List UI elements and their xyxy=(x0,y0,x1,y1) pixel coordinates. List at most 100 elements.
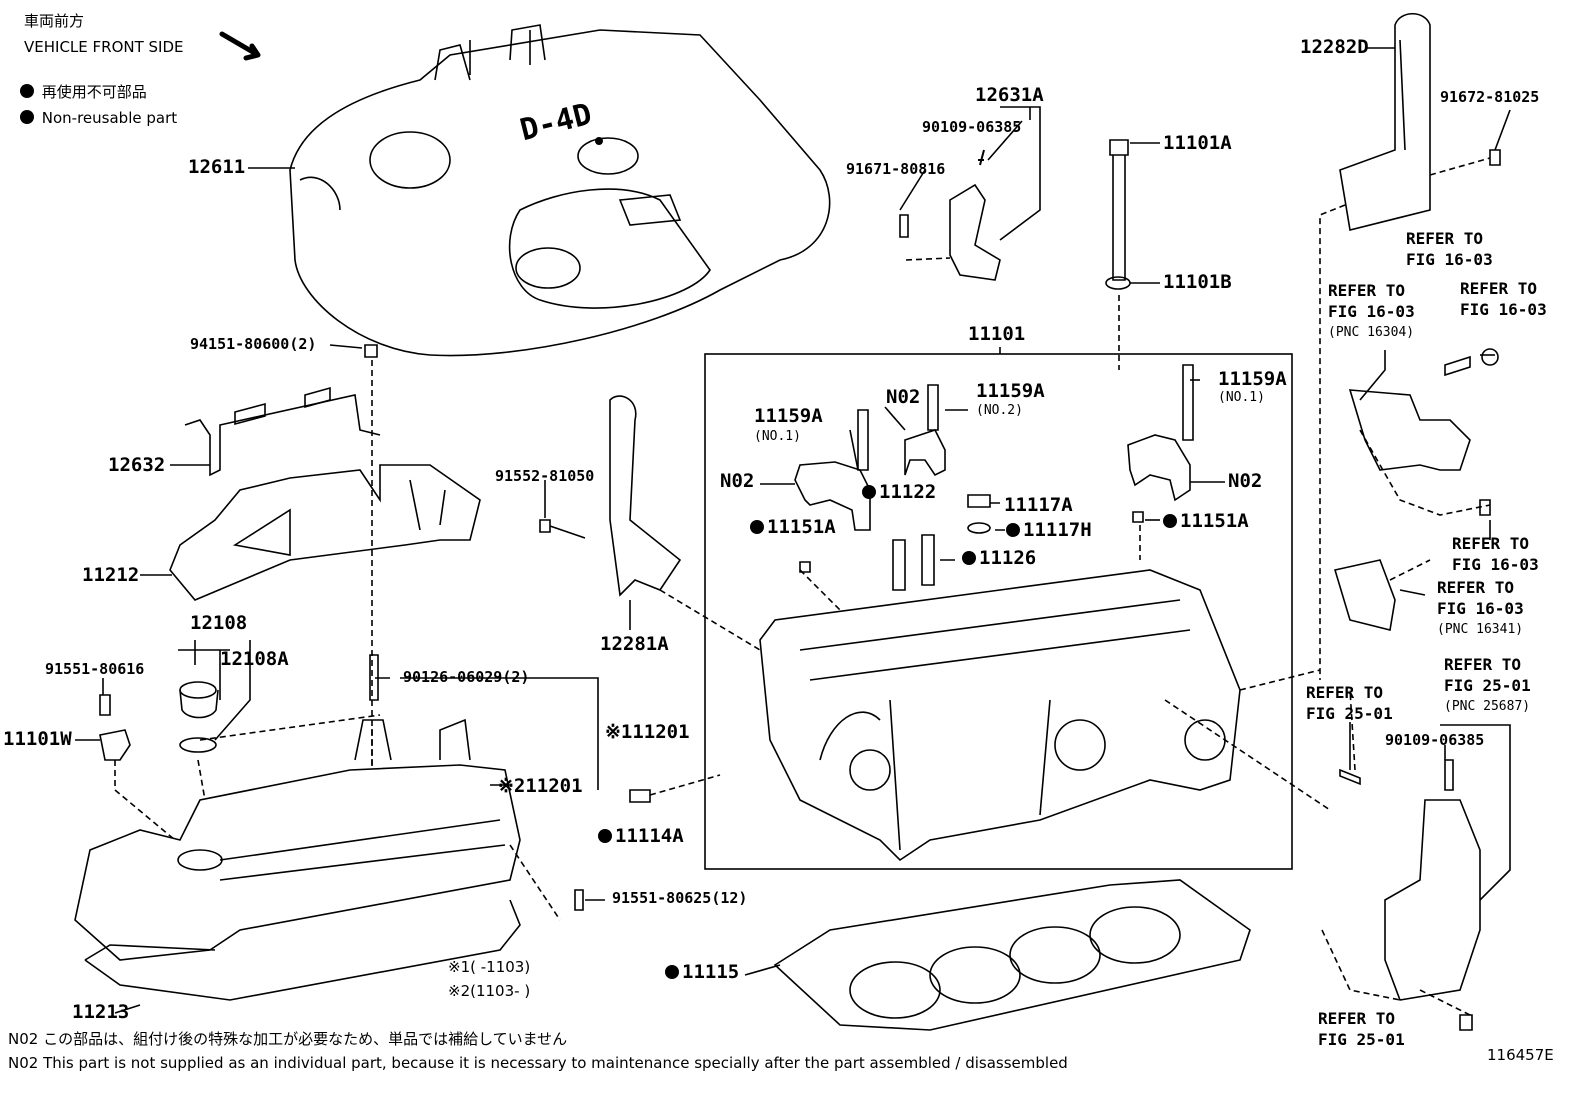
part-label-n02-mid[interactable]: N02 xyxy=(886,386,921,408)
part-label-91551-80625[interactable]: 91551-80625(12) xyxy=(612,889,748,907)
range-note-1: ※1( -1103) xyxy=(448,958,531,976)
part-label-11101[interactable]: 11101 xyxy=(968,323,1026,345)
non-reusable-dot-icon xyxy=(962,551,976,565)
part-number-text: 11151A xyxy=(1180,510,1249,532)
part-label-94151-80600[interactable]: 94151-80600(2) xyxy=(190,335,317,353)
vehicle-front-jp: 車両前方 xyxy=(24,12,85,30)
part-label-n02-right[interactable]: N02 xyxy=(1228,470,1263,492)
non-reusable-dot-icon xyxy=(598,829,612,843)
part-label-11117h[interactable]: 11117H xyxy=(1006,521,1092,540)
part-number-text: 11115 xyxy=(682,961,740,983)
part-number-text: 11114A xyxy=(615,825,684,847)
head-gasket-11115-drawing xyxy=(773,879,1251,1031)
part-label-12631a[interactable]: 12631A xyxy=(975,84,1044,106)
part-sub-label-no1-left: (NO.1) xyxy=(754,429,801,444)
insulator-11212-drawing xyxy=(169,464,481,601)
refer-block-16-03-lower[interactable]: REFER TO FIG 16-03 xyxy=(1452,533,1539,575)
cylinder-head-11101-drawing xyxy=(759,569,1241,862)
vehicle-front-arrow-icon xyxy=(219,31,261,61)
part-label-11126[interactable]: 11126 xyxy=(962,549,1036,568)
legend-jp-text: 再使用不可部品 xyxy=(41,83,147,101)
non-reusable-dot-icon xyxy=(1163,514,1177,528)
part-label-11101w[interactable]: 11101W xyxy=(3,728,72,750)
part-label-11201-type2[interactable]: ※211201 xyxy=(498,775,583,797)
bearing-cap-right-drawing xyxy=(1127,434,1191,502)
refer-line: REFER TO xyxy=(1452,534,1530,553)
part-label-11159a-right[interactable]: 11159A xyxy=(1218,368,1287,390)
non-reusable-dot-icon xyxy=(750,520,764,534)
vehicle-front-en: VEHICLE FRONT SIDE xyxy=(24,38,184,56)
part-label-11159a-mid[interactable]: 11159A xyxy=(976,380,1045,402)
refer-fig: FIG 16-03 xyxy=(1460,300,1547,319)
refer-fig: FIG 16-03 xyxy=(1406,250,1493,269)
refer-block-25-01-bottom[interactable]: REFER TO FIG 25-01 xyxy=(1318,1008,1405,1050)
part-label-11151a-right[interactable]: 11151A xyxy=(1163,512,1249,531)
refer-pnc: (PNC 25687) xyxy=(1444,699,1531,714)
bearing-cap-left-drawing xyxy=(794,461,871,531)
part-label-12108[interactable]: 12108 xyxy=(190,612,248,634)
engine-cover-drawing xyxy=(289,24,831,357)
refer-block-16-03-top[interactable]: REFER TO FIG 16-03 xyxy=(1406,228,1493,270)
head-cover-11201-drawing xyxy=(74,764,521,961)
part-label-11101b[interactable]: 11101B xyxy=(1163,271,1232,293)
refer-line: REFER TO xyxy=(1460,279,1538,298)
part-label-11114a[interactable]: 11114A xyxy=(598,827,684,846)
refer-line: REFER TO xyxy=(1406,229,1484,248)
part-label-91552-81050[interactable]: 91552-81050 xyxy=(495,467,595,485)
refer-block-16-03-right[interactable]: REFER TO FIG 16-03 xyxy=(1460,278,1547,320)
part-label-n02-left[interactable]: N02 xyxy=(720,470,755,492)
part-label-12282d[interactable]: 12282D xyxy=(1300,36,1369,58)
n02-note-jp: N02 この部品は、組付け後の特殊な加工が必要なため、単品では補給していません xyxy=(8,1030,568,1048)
filled-dot-icon xyxy=(20,84,34,98)
part-label-91671-80816[interactable]: 91671-80816 xyxy=(846,160,946,178)
refer-pnc: (PNC 16304) xyxy=(1328,325,1415,340)
bearing-cap-mid-drawing xyxy=(904,429,946,477)
head-bolt-11101a-drawing xyxy=(1109,139,1129,281)
refer-block-16341[interactable]: REFER TO FIG 16-03 (PNC 16341) xyxy=(1437,577,1524,640)
part-label-91672-81025[interactable]: 91672-81025 xyxy=(1440,88,1540,106)
part-label-11151a-left[interactable]: 11151A xyxy=(750,518,836,537)
part-number-text: 11122 xyxy=(879,481,937,503)
refer-pnc: (PNC 16341) xyxy=(1437,622,1524,637)
part-label-11213[interactable]: 11213 xyxy=(72,1001,130,1023)
part-label-12108a[interactable]: 12108A xyxy=(220,648,289,670)
bracket-12631a-drawing xyxy=(949,183,1001,281)
part-label-12632[interactable]: 12632 xyxy=(108,454,166,476)
bracket-12282d-drawing xyxy=(1339,12,1431,231)
part-sub-label-no2: (NO.2) xyxy=(976,403,1023,418)
refer-block-16304[interactable]: REFER TO FIG 16-03 (PNC 16304) xyxy=(1328,280,1415,343)
refer-fig: FIG 25-01 xyxy=(1306,704,1393,723)
part-label-12611[interactable]: 12611 xyxy=(188,156,246,178)
refer-fig: FIG 25-01 xyxy=(1444,676,1531,695)
part-label-11117a[interactable]: 11117A xyxy=(1004,494,1073,516)
non-reusable-dot-icon xyxy=(862,485,876,499)
part-label-11212[interactable]: 11212 xyxy=(82,564,140,586)
refer-line: REFER TO xyxy=(1306,683,1384,702)
part-label-11159a-left[interactable]: 11159A xyxy=(754,405,823,427)
non-reusable-dot-icon xyxy=(665,965,679,979)
part-label-11122[interactable]: 11122 xyxy=(862,483,936,502)
part-label-11101a[interactable]: 11101A xyxy=(1163,132,1232,154)
part-label-11115[interactable]: 11115 xyxy=(665,963,739,982)
part-label-90126-06029[interactable]: 90126-06029(2) xyxy=(403,668,530,686)
sensor-11101w-drawing xyxy=(99,729,131,761)
part-label-12281a[interactable]: 12281A xyxy=(600,633,669,655)
gasket-16341-drawing xyxy=(1333,559,1396,631)
part-label-90109-06385-b[interactable]: 90109-06385 xyxy=(1385,731,1485,749)
n02-note-en: N02 This part is not supplied as an indi… xyxy=(8,1054,1068,1072)
refer-block-25687[interactable]: REFER TO FIG 25-01 (PNC 25687) xyxy=(1444,654,1531,717)
rod-12632-drawing xyxy=(184,394,381,477)
legend-non-reusable-en: Non-reusable part xyxy=(20,110,177,126)
part-label-90109-06385-a[interactable]: 90109-06385 xyxy=(922,118,1022,136)
refer-line: REFER TO xyxy=(1437,578,1515,597)
range-note-2: ※2(1103- ) xyxy=(448,982,531,1000)
refer-fig: FIG 25-01 xyxy=(1318,1030,1405,1049)
part-label-11201-type1[interactable]: ※111201 xyxy=(605,721,690,743)
part-label-91551-80616[interactable]: 91551-80616 xyxy=(45,660,145,678)
part-sub-label-no1-right: (NO.1) xyxy=(1218,390,1265,405)
refer-fig: FIG 16-03 xyxy=(1328,302,1415,321)
refer-block-25-01-mid[interactable]: REFER TO FIG 25-01 xyxy=(1306,682,1393,724)
oil-cap-12108-drawing xyxy=(178,649,230,700)
legend-en-text: Non-reusable part xyxy=(41,109,178,127)
